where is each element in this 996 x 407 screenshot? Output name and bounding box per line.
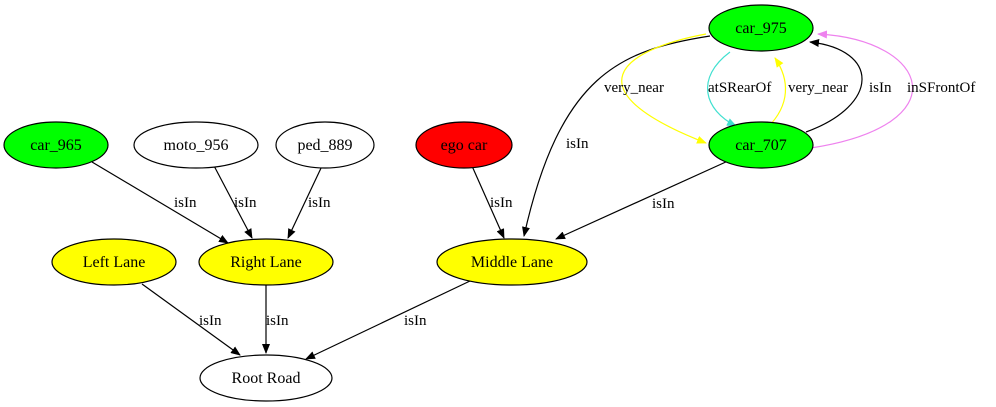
edge-label-car975-car707-atsrearof: atSRearOf	[708, 80, 771, 96]
node-label-car-707: car_707	[735, 137, 787, 154]
edge-car975-car707-atsrearof	[706, 51, 737, 127]
edge-car975-car707-very-near	[621, 33, 707, 144]
edge-label-car707-car975-insfrontof: inSFrontOf	[907, 80, 975, 96]
edge-car965-right-lane	[91, 161, 229, 244]
edge-label-car707-middle-lane: isIn	[652, 196, 675, 212]
edge-car707-middle-lane	[555, 160, 729, 240]
node-root-road: Root Road	[199, 354, 333, 402]
edge-label-moto956-right-lane: isIn	[234, 195, 257, 211]
edge-moto956-right-lane	[211, 161, 253, 239]
edge-label-ego-middle-lane: isIn	[490, 195, 513, 211]
node-label-middle-lane: Middle Lane	[471, 254, 553, 271]
edge-label-car975-middle-lane: isIn	[566, 136, 589, 152]
node-label-root-road: Root Road	[232, 370, 301, 387]
node-label-car-965: car_965	[30, 137, 82, 154]
edge-car707-car975-very-near	[767, 57, 786, 128]
edge-car707-car975-insfrontof	[810, 30, 914, 149]
node-left-lane: Left Lane	[51, 238, 177, 286]
node-moto-956: moto_956	[133, 121, 259, 169]
node-car-965: car_965	[3, 121, 109, 169]
node-ped-889: ped_889	[275, 121, 375, 169]
node-car-707: car_707	[708, 121, 814, 169]
edge-label-car707-car975-very-near: very_near	[788, 80, 848, 96]
node-ego-car: ego car	[415, 121, 513, 169]
edge-label-left-lane-root-road: isIn	[199, 313, 222, 329]
edge-label-right-lane-root-road: isIn	[266, 313, 289, 329]
node-label-car-975: car_975	[735, 20, 787, 37]
node-label-right-lane: Right Lane	[230, 254, 302, 271]
node-car-975: car_975	[708, 4, 814, 52]
node-label-left-lane: Left Lane	[83, 254, 146, 271]
edge-label-car965-right-lane: isIn	[174, 195, 197, 211]
edge-label-middle-lane-root-road: isIn	[404, 313, 427, 329]
edge-ped889-right-lane	[287, 165, 323, 239]
node-right-lane: Right Lane	[198, 238, 334, 286]
edge-left-lane-root-road	[141, 283, 241, 356]
edge-middle-lane-root-road	[305, 280, 471, 360]
node-middle-lane: Middle Lane	[436, 238, 588, 286]
edge-car975-middle-lane	[522, 35, 711, 237]
edge-label-ped889-right-lane: isIn	[308, 195, 331, 211]
node-label-ped-889: ped_889	[297, 137, 352, 154]
edge-label-car707-car975-isin: isIn	[869, 80, 892, 96]
edge-car707-car975-isin	[805, 39, 863, 133]
node-label-ego-car: ego car	[441, 137, 488, 154]
node-label-moto-956: moto_956	[164, 137, 229, 154]
edge-ego-middle-lane	[471, 165, 505, 239]
edge-label-car975-car707-very-near: very_near	[604, 80, 664, 96]
